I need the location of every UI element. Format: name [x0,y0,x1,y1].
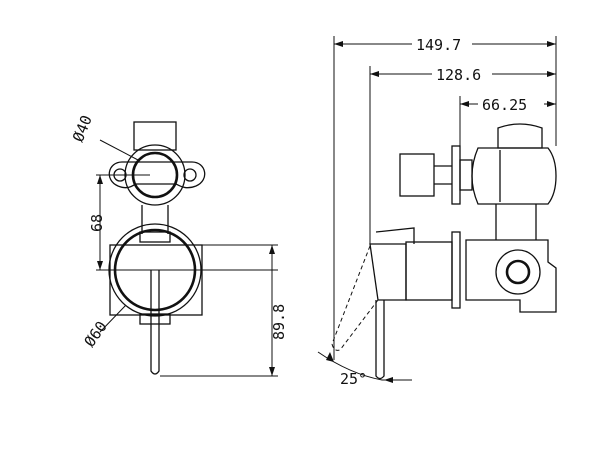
label-overall-depth: 149.7 [416,36,461,54]
label-mid-depth: 128.6 [436,66,481,84]
arrow-angle-left [326,352,334,362]
arrow-overall-right [547,41,556,47]
arrow-angle-right [384,377,393,383]
arrow-rear-left [460,101,469,107]
front-view [96,121,278,377]
side-sleeve [405,241,453,301]
upper-stem-ring [459,159,473,191]
label-rear-depth: 66.25 [482,96,527,114]
front-dimensions: Ø40 68 Ø60 89.8 [69,113,288,376]
arrow-height-top [269,245,275,254]
side-dimensions: 149.7 128.6 66.25 25° [317,34,557,388]
arrow-overall-left [334,41,343,47]
side-cover-plate [451,231,461,309]
mount-tab-bottom [139,313,171,325]
label-upper-diameter: Ø40 [69,113,96,145]
leader-lower-diameter [99,304,127,333]
angle-arc [317,351,383,381]
arrow-height-bottom [269,367,275,376]
handle-lever [150,270,160,375]
leader-upper-diameter [99,139,139,161]
side-view [331,123,557,380]
upper-stem-cap [399,153,435,197]
flange-hole-right [183,168,197,182]
top-connector [497,123,543,149]
arrow-spacing-top [97,175,103,184]
upper-valve-body [471,147,557,205]
handle-head [369,243,407,301]
upper-stem-flange [451,145,461,205]
label-lever-angle: 25° [340,370,367,388]
lower-valve-body [465,239,557,313]
lower-outlet-outer [495,249,541,295]
label-spacing: 68 [88,214,106,232]
arrow-rear-right [547,101,556,107]
arrow-spacing-bottom [97,261,103,270]
upper-outlet-stub [133,121,177,151]
lower-outlet-inner [505,259,531,285]
mount-tab-top [139,231,171,243]
label-lower-diameter: Ø60 [81,318,111,351]
handle-head-bevel [375,227,415,244]
arrow-mid-right [547,71,556,77]
arrow-mid-left [370,71,379,77]
lever-swept-outline [331,245,379,351]
label-height: 89.8 [270,304,288,340]
side-lever [375,300,385,380]
